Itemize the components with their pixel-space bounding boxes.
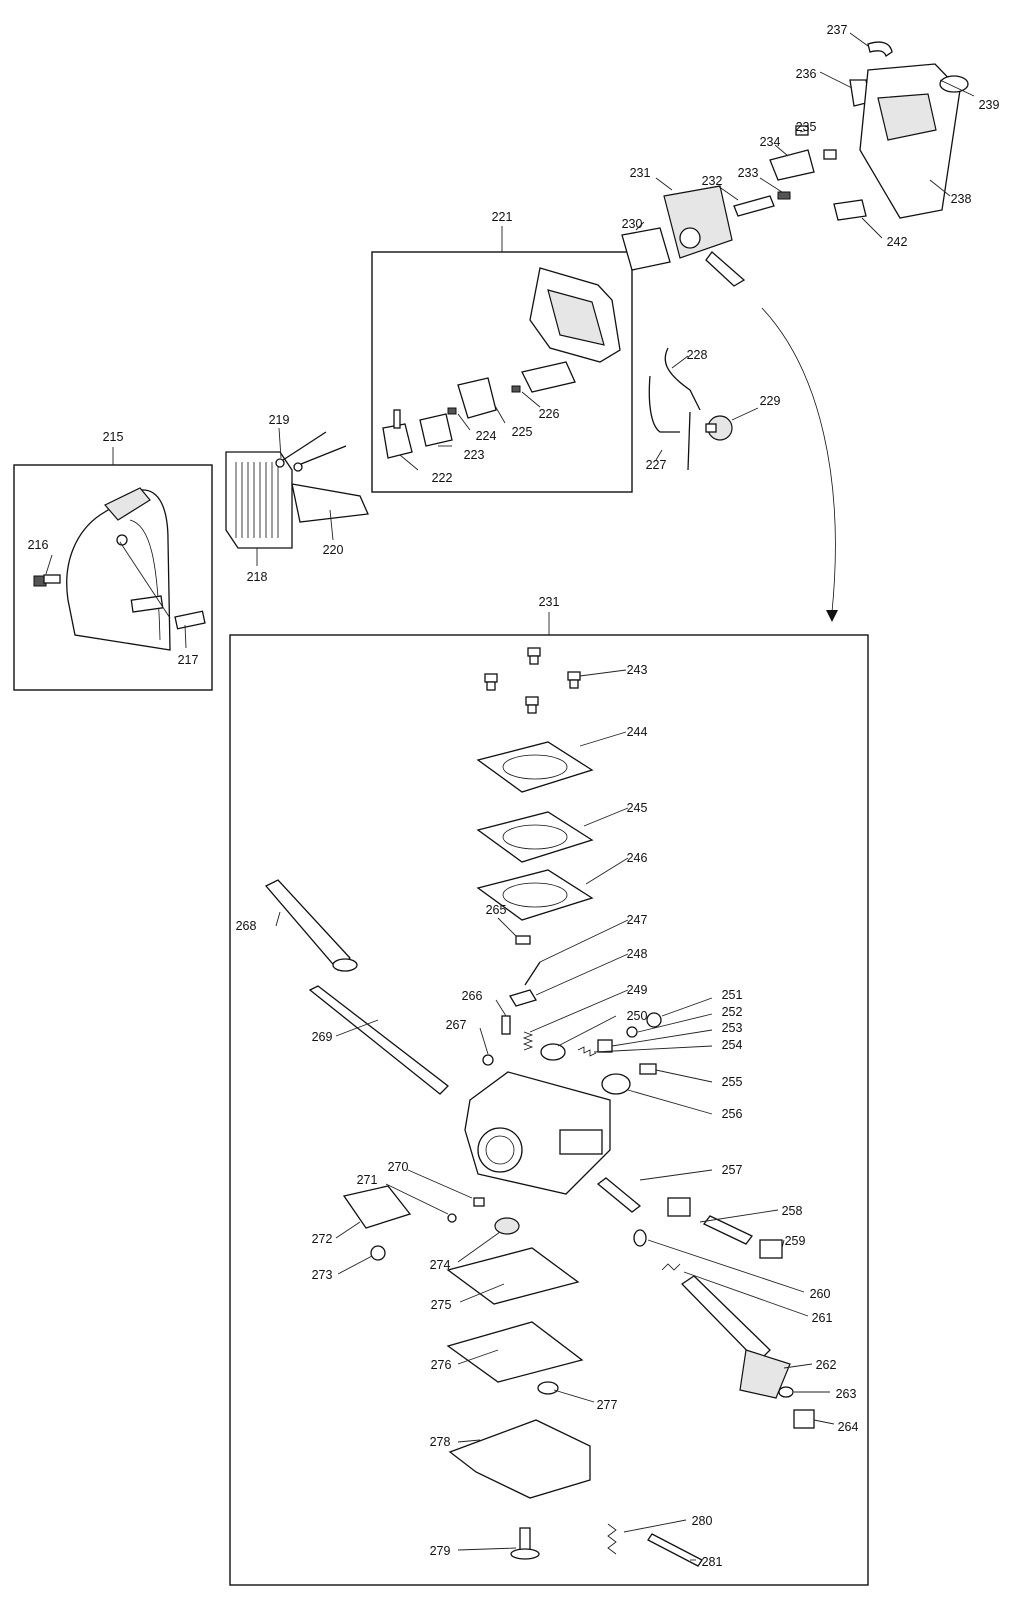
label-249: 249 — [627, 983, 648, 997]
detail-arrow — [761, 307, 836, 613]
label-225: 225 — [512, 425, 533, 439]
label-236: 236 — [796, 67, 817, 81]
label-217: 217 — [178, 653, 199, 667]
label-231-detail: 231 — [539, 595, 560, 609]
label-216: 216 — [28, 538, 49, 552]
label-277: 277 — [597, 1398, 618, 1412]
label-279: 279 — [430, 1544, 451, 1558]
label-243: 243 — [627, 663, 648, 677]
arrow-head-icon — [826, 610, 838, 622]
carburetor-detail-art — [264, 647, 815, 1567]
hoses-art — [648, 347, 733, 471]
label-237: 237 — [827, 23, 848, 37]
label-262: 262 — [816, 1358, 837, 1372]
label-276: 276 — [431, 1358, 452, 1372]
carburetor-mount-art — [621, 41, 969, 287]
label-229: 229 — [760, 394, 781, 408]
label-245: 245 — [627, 801, 648, 815]
label-272: 272 — [312, 1232, 333, 1246]
label-268: 268 — [236, 919, 257, 933]
label-266: 266 — [462, 989, 483, 1003]
label-270: 270 — [388, 1160, 409, 1174]
label-228: 228 — [687, 348, 708, 362]
label-253: 253 — [722, 1021, 743, 1035]
label-255: 255 — [722, 1075, 743, 1089]
label-227: 227 — [646, 458, 667, 472]
label-264: 264 — [838, 1420, 859, 1434]
label-260: 260 — [810, 1287, 831, 1301]
label-256: 256 — [722, 1107, 743, 1121]
label-232: 232 — [702, 174, 723, 188]
label-250: 250 — [627, 1009, 648, 1023]
label-246: 246 — [627, 851, 648, 865]
label-274: 274 — [430, 1258, 451, 1272]
label-261: 261 — [812, 1311, 833, 1325]
label-219: 219 — [269, 413, 290, 427]
label-222: 222 — [432, 471, 453, 485]
label-267: 267 — [446, 1018, 467, 1032]
label-254: 254 — [722, 1038, 743, 1052]
label-218: 218 — [247, 570, 268, 584]
label-215: 215 — [103, 430, 124, 444]
label-242: 242 — [887, 235, 908, 249]
label-247: 247 — [627, 913, 648, 927]
label-273: 273 — [312, 1268, 333, 1282]
label-271: 271 — [357, 1173, 378, 1187]
part-labels: 215 216 217 218 219 220 221 222 223 224 … — [28, 23, 1000, 1569]
label-252: 252 — [722, 1005, 743, 1019]
air-filter-art — [225, 431, 369, 549]
label-244: 244 — [627, 725, 648, 739]
label-275: 275 — [431, 1298, 452, 1312]
label-269: 269 — [312, 1030, 333, 1044]
air-cleaner-cover-art — [33, 487, 206, 651]
label-258: 258 — [782, 1204, 803, 1218]
label-221: 221 — [492, 210, 513, 224]
filter-holder-art — [382, 267, 621, 459]
label-234: 234 — [760, 135, 781, 149]
label-263: 263 — [836, 1387, 857, 1401]
label-224: 224 — [476, 429, 497, 443]
label-230: 230 — [622, 217, 643, 231]
label-235: 235 — [796, 120, 817, 134]
label-259: 259 — [785, 1234, 806, 1248]
label-226: 226 — [539, 407, 560, 421]
label-257: 257 — [722, 1163, 743, 1177]
label-280: 280 — [692, 1514, 713, 1528]
label-265: 265 — [486, 903, 507, 917]
leader-lines — [275, 669, 835, 1561]
label-251: 251 — [722, 988, 743, 1002]
label-238: 238 — [951, 192, 972, 206]
label-248: 248 — [627, 947, 648, 961]
label-281: 281 — [702, 1555, 723, 1569]
label-233: 233 — [738, 166, 759, 180]
label-231-top: 231 — [630, 166, 651, 180]
label-220: 220 — [323, 543, 344, 557]
label-278: 278 — [430, 1435, 451, 1449]
label-239: 239 — [979, 98, 1000, 112]
label-223: 223 — [464, 448, 485, 462]
